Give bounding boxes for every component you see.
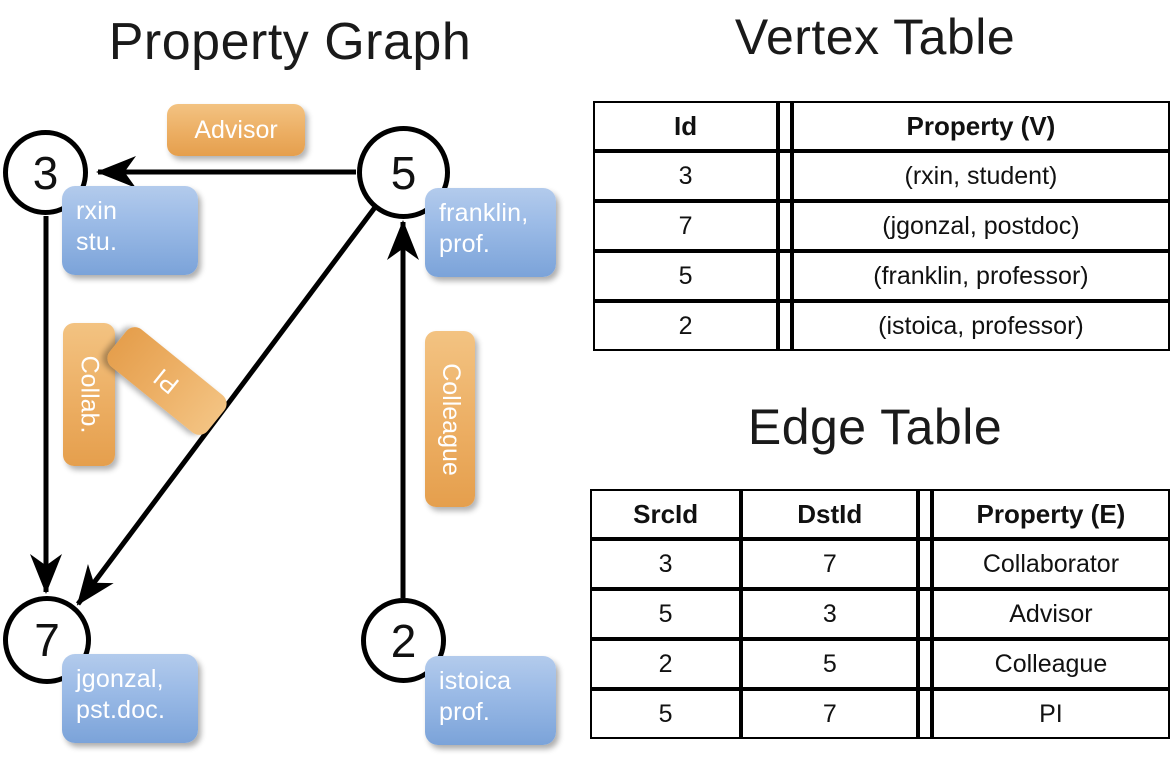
vertex-property-box-3-line1: rxin: [76, 197, 118, 225]
edge-label-colleague-text: Colleague: [436, 362, 465, 476]
edge-table-header-row: SrcId DstId Property (E): [590, 489, 1170, 539]
vertex-property-box-5-line1: franklin,: [439, 199, 529, 227]
edge-label-collab[interactable]: Collab.: [63, 323, 115, 466]
vertex-property-box-7-line1: jgonzal,: [76, 665, 164, 693]
vertex-property-box-3[interactable]: rxin stu.: [62, 186, 198, 275]
property-graph-panel: Property Graph 3 5 7 2 rxin stu. frankli…: [0, 0, 580, 760]
edge-row-dst: 7: [741, 689, 919, 739]
vertex-row-id: 2: [593, 301, 779, 351]
vertex-table-gap: [778, 201, 792, 251]
graph-node-2-id: 2: [390, 614, 417, 667]
vertex-table-gap: [778, 151, 792, 201]
edge-row-src: 5: [590, 689, 742, 739]
graph-node-5[interactable]: 5: [357, 126, 450, 219]
vertex-row-id: 3: [593, 151, 779, 201]
edge-label-colleague[interactable]: Colleague: [425, 331, 475, 507]
table-row[interactable]: 3 7 Collaborator: [590, 539, 1170, 589]
edge-row-property: PI: [931, 689, 1170, 739]
vertex-property-box-7[interactable]: jgonzal, pst.doc.: [62, 654, 198, 743]
vertex-table-gap: [778, 251, 792, 301]
vertex-row-property: (franklin, professor): [791, 251, 1170, 301]
edge-label-advisor-text: Advisor: [194, 115, 278, 144]
vertex-table-gap: [778, 301, 792, 351]
edge-row-dst: 5: [741, 639, 919, 689]
edge-row-src: 3: [590, 539, 742, 589]
edge-row-property: Advisor: [931, 589, 1170, 639]
edge-row-dst: 7: [741, 539, 919, 589]
vertex-property-box-5-line2: prof.: [439, 230, 491, 258]
table-row[interactable]: 2 5 Colleague: [590, 639, 1170, 689]
edge-table-gap: [918, 689, 932, 739]
edge-row-src: 2: [590, 639, 742, 689]
vertex-table: Id Property (V) 3 (rxin, student) 7 (jgo…: [593, 101, 1170, 351]
edge-table-gap: [918, 539, 932, 589]
vertex-row-id: 7: [593, 201, 779, 251]
edge-table-header-srcid: SrcId: [590, 489, 742, 539]
edge-table: SrcId DstId Property (E) 3 7 Collaborato…: [590, 489, 1170, 739]
edge-table-gap: [918, 489, 932, 539]
table-row[interactable]: 5 (franklin, professor): [593, 251, 1170, 301]
vertex-property-box-5[interactable]: franklin, prof.: [425, 188, 556, 277]
vertex-property-box-2-line1: istoica: [439, 667, 512, 695]
graph-node-3-id: 3: [32, 146, 59, 199]
edge-table-title: Edge Table: [747, 399, 1003, 455]
edge-table-header-property: Property (E): [931, 489, 1170, 539]
vertex-row-property: (rxin, student): [791, 151, 1170, 201]
table-row[interactable]: 2 (istoica, professor): [593, 301, 1170, 351]
vertex-row-property: (jgonzal, postdoc): [791, 201, 1170, 251]
vertex-table-header-property: Property (V): [791, 101, 1170, 151]
vertex-row-property: (istoica, professor): [791, 301, 1170, 351]
vertex-property-box-2-line2: prof.: [439, 698, 491, 726]
graph-node-5-id: 5: [390, 146, 417, 199]
graph-title: Property Graph: [108, 13, 472, 71]
edge-table-header-dstid: DstId: [741, 489, 919, 539]
edge-row-dst: 3: [741, 589, 919, 639]
table-row[interactable]: 7 (jgonzal, postdoc): [593, 201, 1170, 251]
graph-node-2[interactable]: 2: [361, 598, 446, 683]
graph-node-7-id: 7: [34, 614, 60, 666]
vertex-table-header-row: Id Property (V): [593, 101, 1170, 151]
edge-label-advisor[interactable]: Advisor: [167, 104, 305, 156]
edge-label-pi-text: PI: [148, 363, 185, 400]
vertex-property-box-7-line2: pst.doc.: [76, 696, 166, 724]
table-row[interactable]: 3 (rxin, student): [593, 151, 1170, 201]
edge-5-to-7: [75, 204, 379, 606]
edge-label-collab-text: Collab.: [75, 355, 104, 434]
vertex-row-id: 5: [593, 251, 779, 301]
edge-row-property: Colleague: [931, 639, 1170, 689]
vertex-table-header-id: Id: [593, 101, 779, 151]
vertex-property-box-2[interactable]: istoica prof.: [425, 656, 556, 745]
vertex-table-title: Vertex Table: [734, 9, 1016, 65]
edge-table-gap: [918, 589, 932, 639]
edge-row-property: Collaborator: [931, 539, 1170, 589]
vertex-table-gap: [778, 101, 792, 151]
vertex-property-box-3-line2: stu.: [76, 228, 118, 256]
graph-edges: [30, 156, 419, 606]
edge-table-gap: [918, 639, 932, 689]
table-row[interactable]: 5 7 PI: [590, 689, 1170, 739]
table-row[interactable]: 5 3 Advisor: [590, 589, 1170, 639]
edge-row-src: 5: [590, 589, 742, 639]
